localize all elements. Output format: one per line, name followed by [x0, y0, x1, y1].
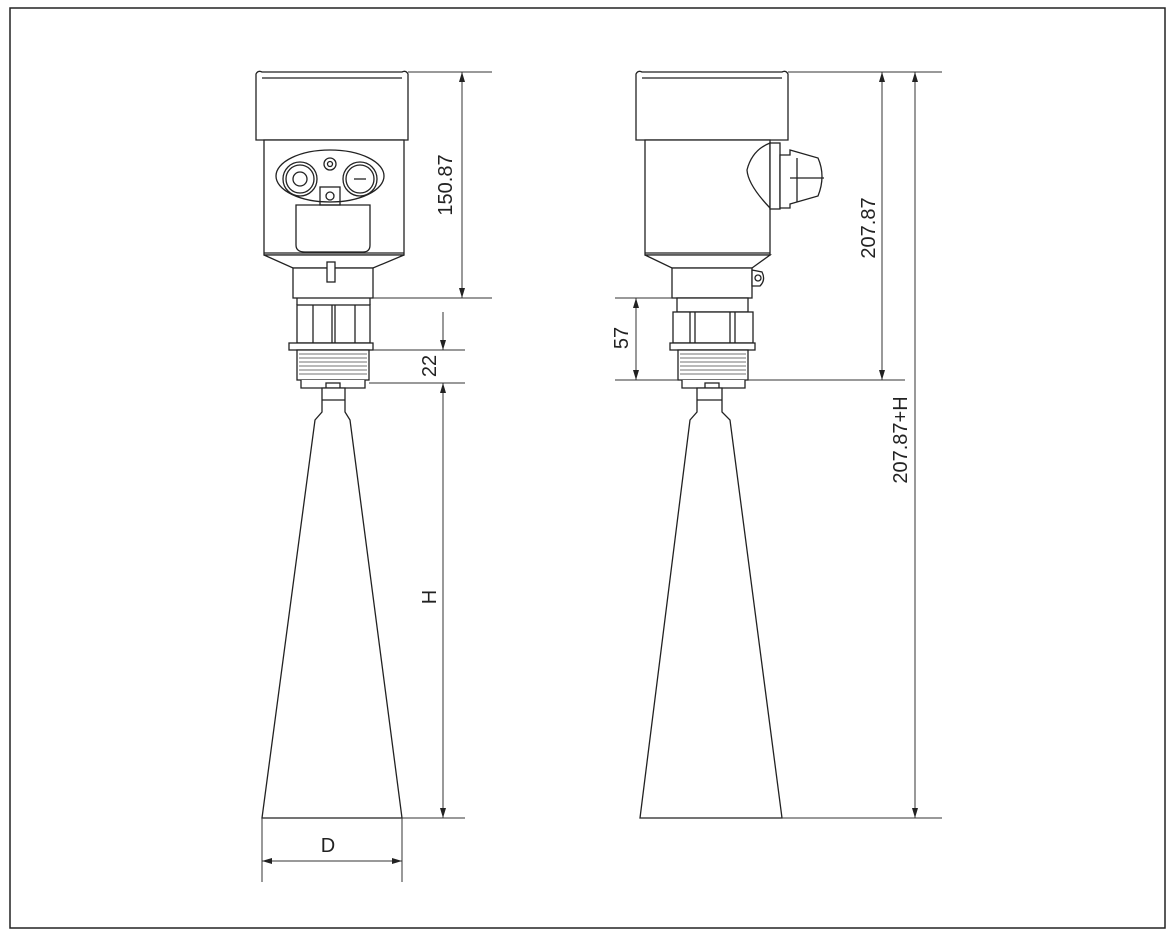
dim-150-87: 150.87 [435, 154, 457, 215]
dim-57: 57 [611, 327, 633, 349]
side-view [635, 70, 824, 819]
dim-d: D [321, 835, 335, 857]
dim-22: 22 [419, 355, 441, 377]
dim-207-87: 207.87 [858, 197, 880, 258]
display-panel [275, 149, 385, 253]
front-view [255, 70, 409, 819]
dim-h: H [419, 590, 441, 604]
drawing-frame [9, 7, 1166, 929]
front-view-dimensions: 150.87 22 H D [261, 71, 492, 882]
side-view-dimensions: 207.87 207.87+H 57 [611, 71, 942, 819]
dim-207-87-plus-h: 207.87+H [890, 396, 912, 483]
